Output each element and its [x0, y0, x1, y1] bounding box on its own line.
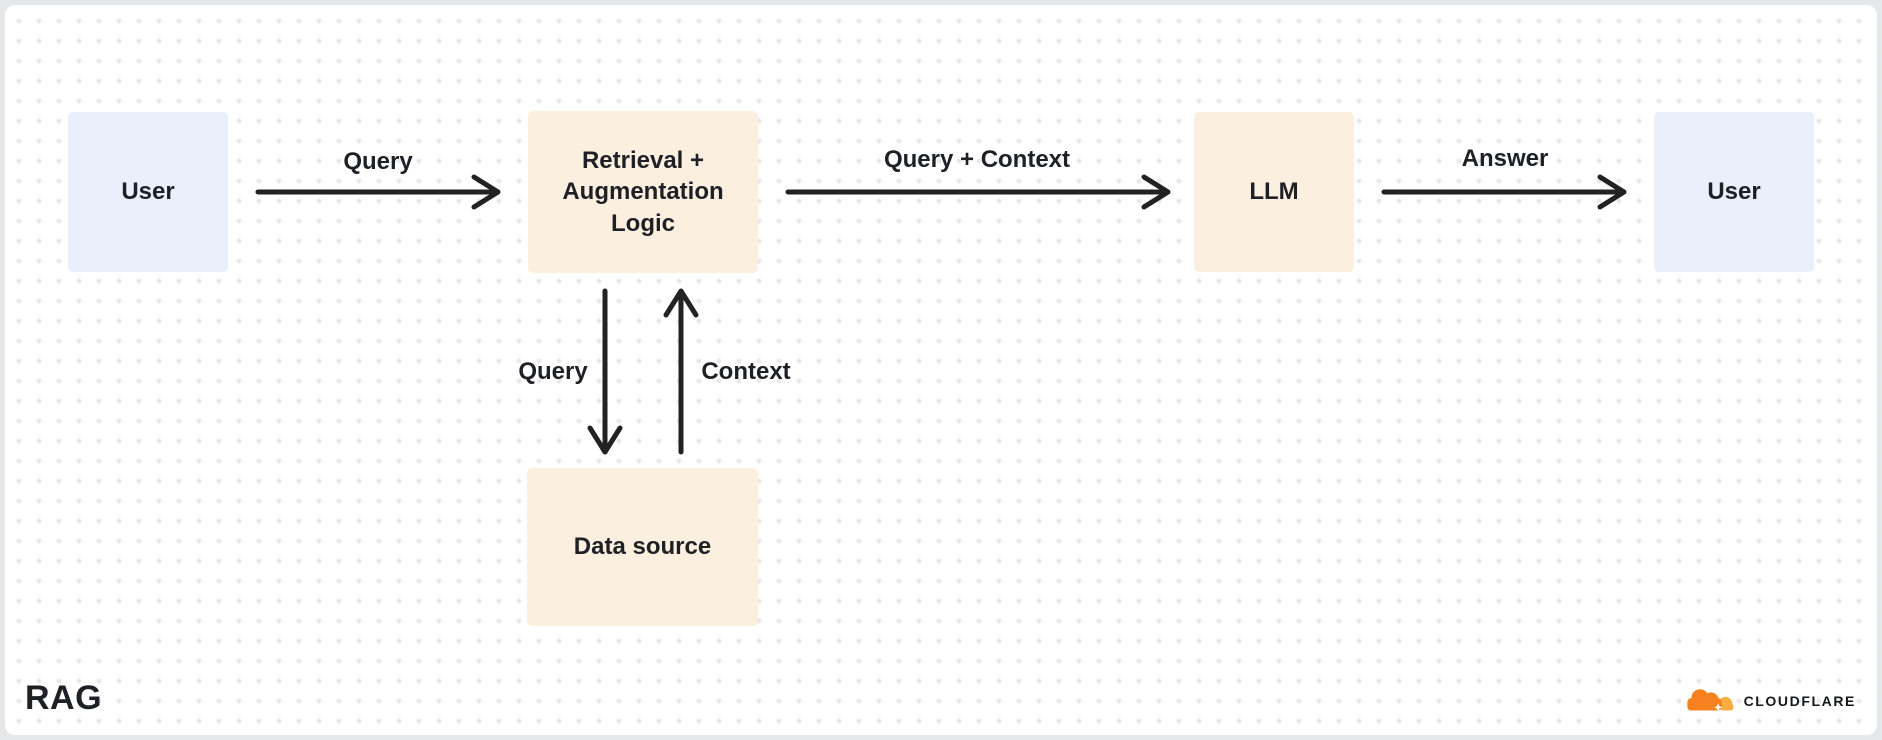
node-llm: LLM	[1194, 112, 1354, 272]
node-user-right: User	[1654, 112, 1814, 272]
cloudflare-logo-text: CLOUDFLARE	[1743, 693, 1856, 709]
edge-label-query-context: Query + Context	[883, 146, 1071, 173]
cloudflare-cloud-icon	[1686, 689, 1734, 712]
node-label: LLM	[1249, 178, 1299, 206]
edge-label-context-up: Context	[701, 358, 791, 385]
diagram-title: RAG	[25, 679, 103, 717]
node-label: Data source	[573, 533, 712, 561]
edge-label-query: Query	[343, 148, 413, 175]
node-label: User	[1707, 178, 1761, 206]
node-retrieval-augmentation-logic: Retrieval + Augmentation Logic	[528, 111, 758, 273]
node-label: User	[121, 178, 175, 206]
edge-label-answer: Answer	[1461, 145, 1549, 172]
node-user-left: User	[68, 112, 228, 272]
node-label: Retrieval + Augmentation Logic	[562, 147, 724, 237]
node-data-source: Data source	[527, 468, 758, 626]
dot-grid-canvas	[5, 5, 1877, 735]
edge-label-query-down: Query	[518, 358, 588, 385]
cloudflare-brand: CLOUDFLARE	[1681, 686, 1856, 716]
